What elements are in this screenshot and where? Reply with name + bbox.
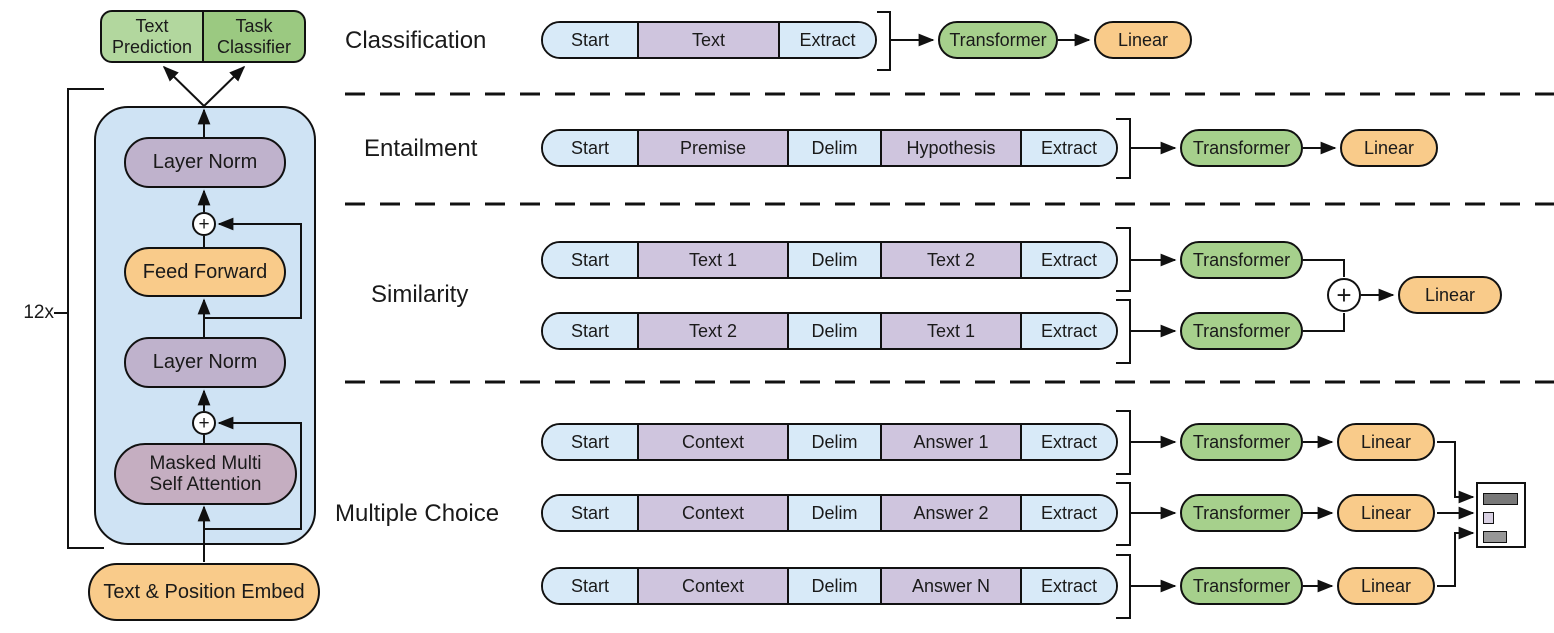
token-cell: Extract [1020, 131, 1116, 165]
token-sequence-choice-2: Start Context Delim Answer 2 Extract [541, 494, 1118, 532]
task-label-similarity: Similarity [371, 281, 469, 308]
token-cell: Start [543, 569, 637, 603]
transformer-node: Transformer [1180, 129, 1303, 167]
residual-add-icon: + [192, 411, 216, 435]
transformer-node: Transformer [1180, 567, 1303, 605]
token-cell: Start [543, 314, 637, 348]
loop-count-label: 12x [23, 302, 54, 323]
token-cell: Extract [778, 23, 875, 57]
token-cell: Delim [787, 425, 880, 459]
token-sequence-classification: Start Text Extract [541, 21, 877, 59]
layer-norm-bottom-block: Layer Norm [124, 337, 286, 388]
text-prediction-head: Text Prediction [100, 10, 204, 63]
token-cell: Hypothesis [880, 131, 1020, 165]
token-cell: Extract [1020, 243, 1116, 277]
transformer-node: Transformer [1180, 423, 1303, 461]
token-cell: Context [637, 496, 787, 530]
token-cell: Extract [1020, 314, 1116, 348]
token-cell: Start [543, 23, 637, 57]
token-cell: Premise [637, 131, 787, 165]
extract-bracket [1116, 299, 1131, 364]
token-sequence-similarity-2: Start Text 2 Delim Text 1 Extract [541, 312, 1118, 350]
embedding-block: Text & Position Embed [88, 563, 320, 621]
extract-bracket [877, 11, 891, 71]
token-cell: Start [543, 425, 637, 459]
token-cell: Start [543, 496, 637, 530]
score-bars-icon [1476, 482, 1526, 548]
token-cell: Extract [1020, 425, 1116, 459]
feed-forward-block: Feed Forward [124, 247, 286, 297]
token-cell: Text [637, 23, 778, 57]
token-cell: Answer N [880, 569, 1020, 603]
transformer-node: Transformer [938, 21, 1058, 59]
linear-node: Linear [1337, 423, 1435, 461]
token-cell: Delim [787, 569, 880, 603]
token-cell: Extract [1020, 496, 1116, 530]
token-cell: Answer 2 [880, 496, 1020, 530]
score-bar [1483, 493, 1518, 505]
token-cell: Context [637, 425, 787, 459]
token-cell: Delim [787, 314, 880, 348]
token-sequence-choice-n: Start Context Delim Answer N Extract [541, 567, 1118, 605]
token-cell: Text 2 [880, 243, 1020, 277]
score-bar [1483, 512, 1494, 524]
token-cell: Delim [787, 496, 880, 530]
task-label-multiple-choice: Multiple Choice [335, 500, 500, 527]
token-cell: Delim [787, 131, 880, 165]
linear-node: Linear [1337, 567, 1435, 605]
token-cell: Text 2 [637, 314, 787, 348]
extract-bracket [1116, 227, 1131, 292]
token-cell: Text 1 [880, 314, 1020, 348]
residual-add-icon: + [192, 212, 216, 236]
extract-bracket [1116, 118, 1131, 179]
transformer-node: Transformer [1180, 494, 1303, 532]
token-cell: Answer 1 [880, 425, 1020, 459]
token-sequence-choice-1: Start Context Delim Answer 1 Extract [541, 423, 1118, 461]
linear-node: Linear [1094, 21, 1192, 59]
token-cell: Text 1 [637, 243, 787, 277]
task-label-classification: Classification [345, 27, 487, 54]
task-label-entailment: Entailment [364, 135, 478, 162]
masked-attention-block: Masked Multi Self Attention [114, 443, 297, 505]
token-sequence-similarity-1: Start Text 1 Delim Text 2 Extract [541, 241, 1118, 279]
linear-node: Linear [1340, 129, 1438, 167]
layer-norm-top-block: Layer Norm [124, 137, 286, 188]
token-sequence-entailment: Start Premise Delim Hypothesis Extract [541, 129, 1118, 167]
transformer-node: Transformer [1180, 241, 1303, 279]
token-cell: Start [543, 131, 637, 165]
score-bar [1483, 531, 1507, 543]
extract-bracket [1116, 482, 1131, 546]
linear-node: Linear [1398, 276, 1502, 314]
extract-bracket [1116, 410, 1131, 475]
token-cell: Start [543, 243, 637, 277]
token-cell: Context [637, 569, 787, 603]
sum-add-icon: + [1327, 278, 1361, 312]
token-cell: Delim [787, 243, 880, 277]
transformer-node: Transformer [1180, 312, 1303, 350]
extract-bracket [1116, 554, 1131, 619]
token-cell: Extract [1020, 569, 1116, 603]
task-classifier-head: Task Classifier [204, 10, 306, 63]
linear-node: Linear [1337, 494, 1435, 532]
